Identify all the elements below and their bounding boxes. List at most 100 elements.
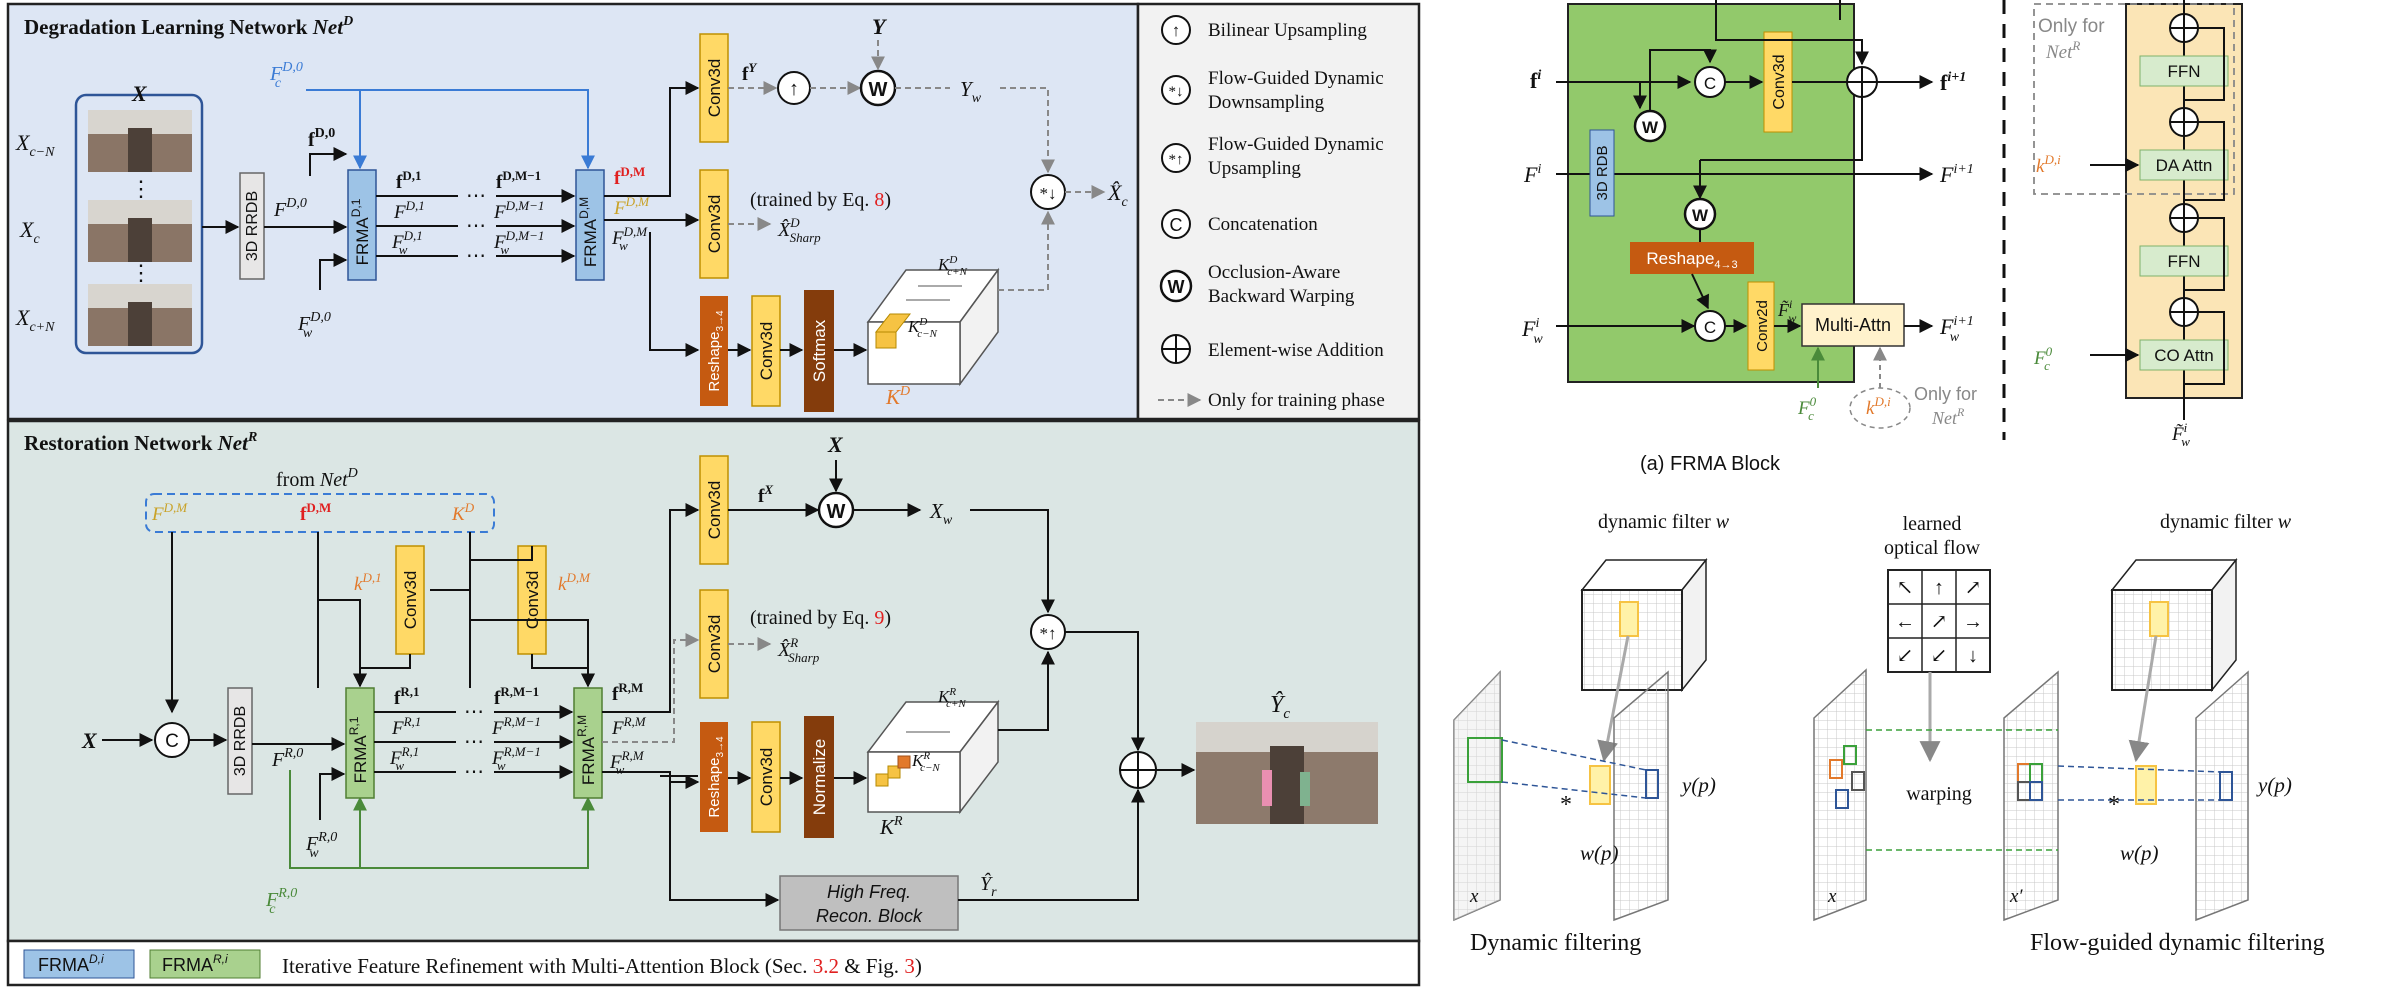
svg-text:*: * — [1560, 792, 1572, 818]
legend-upsampling-icon — [1161, 15, 1191, 45]
legend-concat: Concatenation — [1208, 214, 1318, 235]
from-netd-box — [145, 493, 495, 533]
co-attn — [2139, 339, 2229, 371]
frma-caption: (a) FRMA Block — [1640, 453, 1781, 475]
res-K-D: KD — [451, 500, 475, 525]
res-reshape — [700, 722, 728, 832]
svg-text:Conv3d: Conv3d — [757, 748, 776, 807]
res-normalize — [804, 716, 834, 838]
footer-frma-r-swatch — [149, 949, 261, 979]
legend-warp-1: Occlusion-Aware — [1208, 262, 1340, 283]
res-X-top: X — [827, 432, 844, 457]
svg-text:Only for: Only for — [2038, 16, 2105, 37]
svg-text:C: C — [1704, 74, 1716, 93]
x-c-label: Xc — [19, 217, 40, 247]
svg-text:Conv2d: Conv2d — [1754, 300, 1771, 352]
flow-arrow: ↑ — [1934, 577, 1944, 599]
restoration-panel: Restoration Network NetR from NetD FD,M … — [6, 419, 1421, 943]
legend-warp-icon — [1159, 269, 1193, 303]
dots-1: ⋮ — [130, 176, 152, 201]
res-kernel-stack — [866, 699, 1000, 815]
from-netd: from NetD — [276, 466, 358, 491]
svg-text:C: C — [165, 731, 179, 752]
svg-text:Conv3d: Conv3d — [401, 571, 420, 630]
svg-text:Multi-Attn: Multi-Attn — [1815, 315, 1891, 335]
svg-text:*↑: *↑ — [1169, 152, 1184, 168]
res-conv3d-k1 — [395, 545, 425, 655]
frma-Fi: Fi — [1523, 162, 1541, 187]
legend-downsampling-2: Downsampling — [1208, 92, 1325, 113]
deg-xhat-c-label: X̂c — [1107, 180, 1128, 210]
svg-text:3D RDB: 3D RDB — [1594, 145, 1611, 200]
svg-text:⋯: ⋯ — [464, 761, 484, 783]
svg-text:W: W — [1642, 118, 1659, 137]
legend-dyn-upsampling-1: Flow-Guided Dynamic — [1208, 134, 1384, 155]
output-image — [1196, 722, 1378, 824]
res-fX: fX — [758, 482, 773, 507]
flow-arrow: ↗ — [1965, 577, 1982, 599]
svg-text:Conv3d: Conv3d — [523, 571, 542, 630]
frma-only-for: Only for — [1914, 384, 1977, 404]
frma-dm-block — [575, 169, 605, 281]
bilinear-up-symbol: ↑ — [789, 78, 799, 100]
trained-by-eq8: (trained by Eq. 8) — [750, 189, 891, 211]
input-frame-middle — [88, 200, 192, 262]
x-c-plus-n-label: Xc+N — [15, 305, 55, 335]
trained-by-eq9: (trained by Eq. 9) — [750, 607, 891, 629]
footer-caption: Iterative Feature Refinement with Multi-… — [282, 954, 922, 978]
warping-label: warping — [1906, 783, 1972, 805]
deg-reshape-label: Reshape3→4 — [706, 310, 726, 392]
flow-input-map — [1813, 668, 1867, 922]
footer-frma-d-swatch — [23, 949, 135, 979]
legend-downsampling-1: Flow-Guided Dynamic — [1208, 68, 1384, 89]
dyn-filter-title-1: dynamic filter w — [1598, 511, 1730, 533]
res-f-RM: fR,M — [612, 680, 643, 705]
deg-conv3d-top-label: Conv3d — [705, 59, 724, 118]
deg-warp-symbol: W — [869, 79, 888, 101]
svg-text:Reshape3→4: Reshape3→4 — [706, 736, 726, 818]
res-k-DM: kD,M — [558, 570, 591, 595]
flow-guided-filtering-panel: learned optical flow ↖↑↗←↗→↙↙↓ dynamic f… — [1813, 511, 2325, 956]
svg-text:Conv3d: Conv3d — [705, 481, 724, 540]
svg-text:3D RRDB: 3D RRDB — [232, 706, 249, 776]
learned-1: learned — [1903, 513, 1962, 535]
svg-text:KRc+N: KRc+N — [937, 686, 966, 710]
flow-arrow: ↙ — [1931, 645, 1948, 667]
flow-arrow: ← — [1895, 611, 1915, 633]
res-f-RM1: fR,M−1 — [494, 684, 539, 709]
svg-text:x: x — [1827, 886, 1837, 907]
flow-warped-map — [2003, 670, 2059, 922]
frma-multi-attn — [1801, 303, 1905, 347]
res-yr-label: Ŷr — [980, 872, 997, 900]
legend-warp-2: Backward Warping — [1208, 286, 1355, 307]
deg-f-D0: fD,0 — [308, 126, 335, 151]
deg-X-label: X — [131, 81, 148, 106]
dyn-wp: w(p) — [1580, 841, 1619, 865]
res-F-R0: FR,0 — [271, 746, 303, 771]
frma-conv2d — [1747, 281, 1775, 371]
deg-F-D1: FD,1 — [393, 198, 425, 223]
res-F-RM: FR,M — [611, 714, 647, 739]
da-attn — [2139, 149, 2229, 181]
res-conv3d-km — [517, 545, 547, 655]
deg-f-DM: fD,M — [614, 164, 645, 189]
dyn-yp: y(p) — [1680, 773, 1716, 797]
flow-arrow: ↗ — [1931, 611, 1948, 633]
res-X-label: X — [81, 728, 98, 753]
footer-frma-r: FRMAR,i — [162, 952, 228, 975]
frma-rm-block — [573, 687, 603, 799]
optical-flow-grid: ↖↑↗←↗→↙↙↓ — [1887, 569, 1991, 673]
svg-text:High Freq.: High Freq. — [827, 882, 911, 902]
input-frame-bottom — [88, 284, 192, 346]
frma-dm-label: FRMAD,M — [577, 197, 600, 267]
svg-text:C: C — [1704, 318, 1716, 337]
